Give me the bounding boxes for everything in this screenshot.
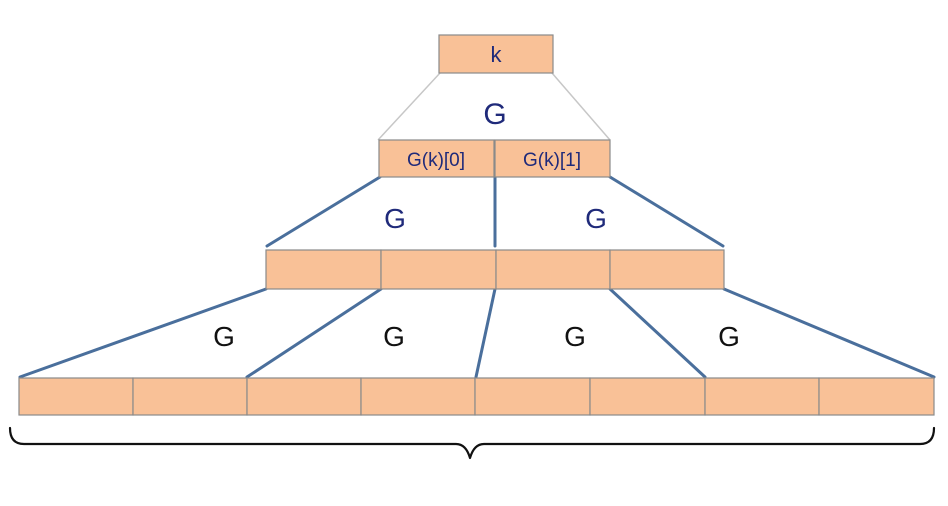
l1-left-outer-connector xyxy=(265,175,382,248)
level2-cell-1 xyxy=(380,249,497,290)
g-operator-level2-left: G xyxy=(384,203,406,234)
g-operator-level2-right: G xyxy=(585,203,607,234)
g-operator-level3-4: G xyxy=(718,321,740,352)
level3-cell-6 xyxy=(704,377,820,416)
l2-connector-1 xyxy=(18,287,268,379)
root-cell xyxy=(438,34,554,74)
root-right-connector xyxy=(551,72,611,141)
l2-connector-3 xyxy=(474,287,497,379)
level1-cell-0 xyxy=(378,139,495,178)
l2-connector-2 xyxy=(245,287,383,379)
root-label: k xyxy=(491,42,503,67)
g-operator-level3-2: G xyxy=(383,321,405,352)
g-operator-level3-3: G xyxy=(564,321,586,352)
g-operator-level3-1: G xyxy=(213,321,235,352)
output-brace xyxy=(8,426,936,460)
root-left-connector xyxy=(377,72,441,141)
level1-cell-0-label: G(k)[0] xyxy=(407,150,465,171)
level2-cell-2 xyxy=(495,249,611,290)
l1-right-outer-connector xyxy=(608,175,725,248)
l2-connector-5 xyxy=(722,287,936,379)
level1-cell-1 xyxy=(494,139,611,178)
level3-cell-4 xyxy=(474,377,591,416)
level3-cell-7 xyxy=(818,377,935,416)
level3-cell-2 xyxy=(246,377,362,416)
level1-cell-1-label: G(k)[1] xyxy=(523,150,581,171)
level2-cell-3 xyxy=(609,249,725,290)
level3-cell-5 xyxy=(589,377,706,416)
l2-connector-4 xyxy=(608,287,707,379)
g-operator-level1: G xyxy=(483,98,506,131)
level3-cell-1 xyxy=(132,377,248,416)
level3-cell-0 xyxy=(18,377,134,416)
level2-cell-0 xyxy=(265,249,382,290)
level3-cell-3 xyxy=(360,377,476,416)
